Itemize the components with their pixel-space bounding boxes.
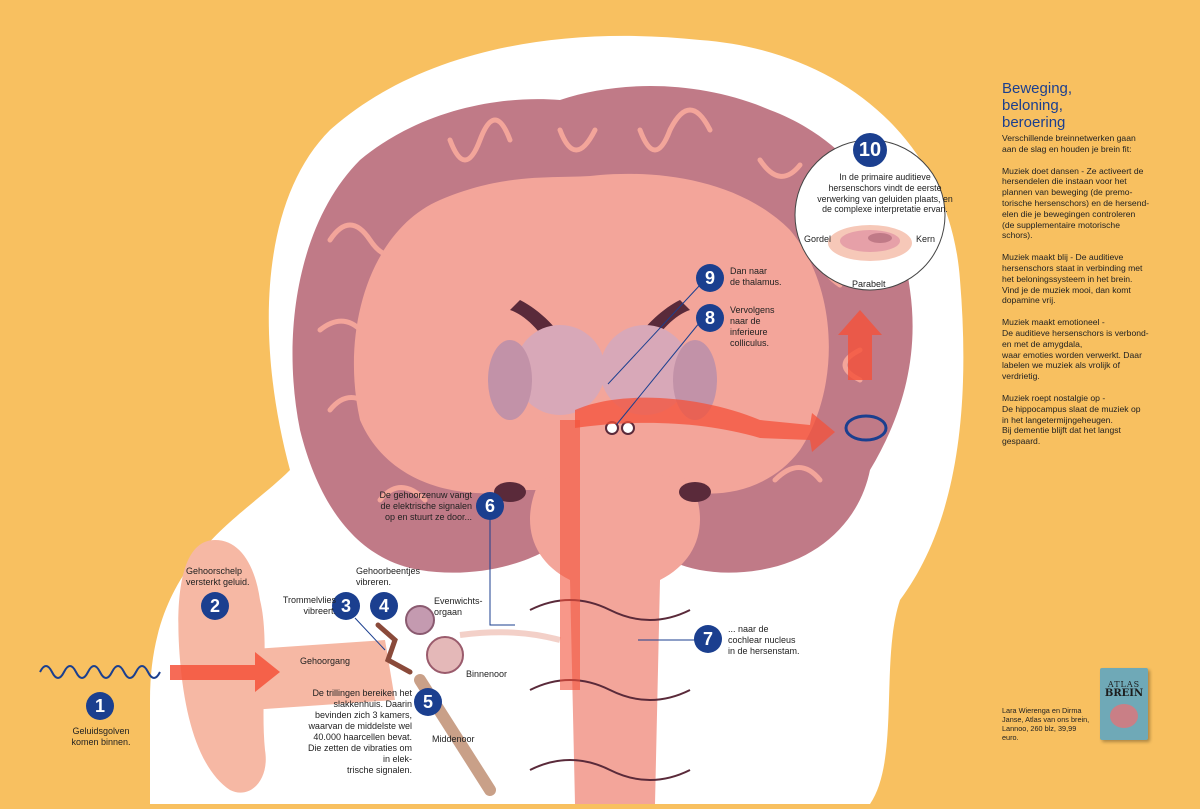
- belt-shape: [840, 230, 900, 252]
- hippocampus-right: [679, 482, 711, 502]
- auditory-nerve: [459, 629, 561, 643]
- brainstem-fibers: [529, 599, 691, 781]
- step-badge-8: 8: [696, 304, 724, 332]
- ossicles: [375, 622, 413, 675]
- step-badge-5: 5: [414, 688, 442, 716]
- step-badge-1: 1: [86, 692, 114, 720]
- label-gehoorgang: Gehoorgang: [300, 656, 351, 666]
- basal-ganglia-left: [488, 340, 532, 420]
- book-brain-image: [1110, 704, 1138, 728]
- auditory-cortex-marker: [844, 414, 888, 442]
- sidebar-paragraph-emotioneel: Muziek maakt emotioneel -De auditieve he…: [1002, 317, 1149, 382]
- hippocampus-left: [494, 482, 526, 502]
- step-badge-6: 6: [476, 492, 504, 520]
- book-cover: ATLAS BREIN: [1100, 668, 1148, 740]
- step-badge-2: 2: [201, 592, 229, 620]
- arrow-brainstem: [560, 420, 580, 690]
- sidebar: Beweging,beloning,beroering Verschillend…: [1002, 80, 1192, 458]
- arrow-sound-entry: [170, 652, 280, 692]
- thalamus-left: [515, 325, 605, 415]
- thalamus-right: [600, 325, 690, 415]
- label-binnenoor: Binnenoor: [466, 669, 508, 679]
- leader-lines: [354, 284, 701, 651]
- book-title-line1: ATLAS: [1107, 680, 1141, 689]
- arrow-up: [838, 310, 882, 380]
- cochlea: [426, 636, 464, 674]
- label-kern: Kern: [916, 234, 936, 244]
- step-badge-7: 7: [694, 625, 722, 653]
- label-gordel: Gordel: [804, 234, 832, 244]
- ear-canal: [240, 640, 395, 710]
- inferior-colliculus-right: [621, 421, 635, 435]
- basal-ganglia-right: [673, 340, 717, 420]
- arrow-to-cortex: [575, 397, 835, 452]
- sound-wave: [39, 665, 161, 679]
- step-badge-10: 10: [853, 133, 887, 167]
- sidebar-title: Beweging,beloning,beroering: [1002, 80, 1073, 131]
- step-badge-9: 9: [696, 264, 724, 292]
- sidebar-paragraph-nostalgie: Muziek roept nostalgie op -De hippocampu…: [1002, 392, 1141, 447]
- label-evenwichtsorgaan: Evenwichts-orgaan: [434, 596, 483, 617]
- step-badge-3: 3: [332, 592, 360, 620]
- vestibular-organ: [405, 605, 435, 635]
- label-middenoor: Middenoor: [432, 734, 475, 744]
- step-badge-4: 4: [370, 592, 398, 620]
- label-parabelt: Parabelt: [852, 279, 886, 289]
- core-shape: [868, 233, 892, 243]
- book-title-line2: BREIN: [1104, 688, 1144, 699]
- shoulder-shape: [150, 760, 880, 804]
